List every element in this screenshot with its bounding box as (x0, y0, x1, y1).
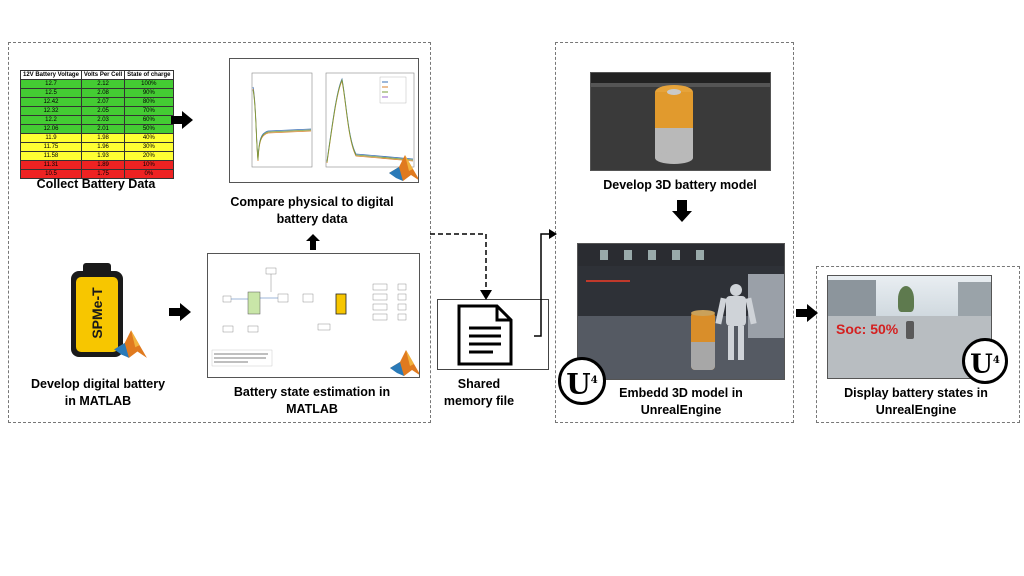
table-cell: 40% (124, 133, 174, 143)
arrow-right-icon (796, 304, 818, 322)
table-cell: 50% (124, 124, 174, 134)
table-cell: 12.5 (20, 88, 82, 98)
unreal-engine-logo-icon: U4 (962, 338, 1008, 384)
ue-logo-sup: 4 (590, 375, 598, 386)
table-header-voltage: 12V Battery Voltage (20, 70, 82, 80)
table-cell: 20% (124, 151, 174, 161)
estimation-label: Battery state estimation in MATLAB (233, 385, 391, 416)
table-cell: 10% (124, 160, 174, 170)
shared-memory-label: Shared memory file (443, 377, 515, 408)
table-cell: 11.31 (20, 160, 82, 170)
table-cell: 12.7 (20, 79, 82, 89)
develop-3d-label: Develop 3D battery model (603, 178, 757, 192)
compare-chart-image (229, 58, 419, 183)
battery-data-table-wrap: 12V Battery Voltage Volts Per Cell State… (20, 70, 174, 179)
table-cell: 30% (124, 142, 174, 152)
simulink-diagram-svg (211, 267, 407, 367)
unreal-editor-image (577, 243, 785, 380)
table-cell: 2.07 (80, 97, 126, 107)
table-header-row: 12V Battery Voltage Volts Per Cell State… (20, 70, 174, 80)
document-icon (457, 304, 513, 366)
table-cell: 1.89 (80, 160, 126, 170)
spme-battery-icon: SPMe-T (71, 263, 123, 357)
ue-logo-letter: U (970, 349, 993, 380)
table-cell: 2.12 (80, 79, 126, 89)
table-cell: 11.75 (20, 142, 82, 152)
develop-digital-label: Develop digital battery in MATLAB (30, 377, 166, 408)
ue-logo-letter: U (566, 367, 591, 401)
arrow-up-icon (306, 234, 320, 250)
dashed-arrow-connector (430, 233, 492, 300)
shared-memory-frame (437, 299, 549, 370)
table-cell: 2.01 (80, 124, 126, 134)
compare-chart-svg (230, 59, 418, 182)
arrow-right-icon (171, 111, 193, 129)
matlab-logo-icon (390, 350, 419, 376)
matlab-section-frame (8, 42, 431, 423)
unreal-engine-logo-icon: U4 (558, 357, 606, 405)
table-cell: 1.93 (80, 151, 126, 161)
matlab-logo-icon (389, 155, 418, 181)
display-section-frame (816, 266, 1020, 423)
collect-label: Collect Battery Data (36, 177, 156, 191)
table-cell: 80% (124, 97, 174, 107)
table-cell: 11.9 (20, 133, 82, 143)
matlab-logo-icon (114, 330, 147, 358)
table-cell: 12.42 (20, 97, 82, 107)
estimation-model-image (207, 253, 420, 378)
table-cell: 1.98 (80, 133, 126, 143)
battery-3d-model-image (590, 72, 771, 171)
table-cell: 0% (124, 169, 174, 179)
table-cell: 2.03 (80, 115, 126, 125)
arrow-down-icon (672, 200, 692, 222)
table-cell: 100% (124, 79, 174, 89)
table-cell: 12.06 (20, 124, 82, 134)
table-cell: 90% (124, 88, 174, 98)
table-cell: 11.58 (20, 151, 82, 161)
table-cell: 70% (124, 106, 174, 116)
embed-label: Embedd 3D model in UnrealEngine (619, 386, 743, 417)
connector-arrow (534, 229, 557, 337)
table-cell: 12.32 (20, 106, 82, 116)
table-cell: 60% (124, 115, 174, 125)
ue-logo-sup: 4 (992, 355, 1000, 366)
battery-data-table: 12V Battery Voltage Volts Per Cell State… (20, 70, 174, 179)
table-cell: 2.08 (80, 88, 126, 98)
unreal-section-frame (555, 42, 794, 423)
table-cell: 1.96 (80, 142, 126, 152)
battery-icon-label: SPMe-T (89, 287, 105, 339)
arrow-right-icon (169, 303, 191, 321)
compare-label: Compare physical to digital battery data (230, 195, 394, 226)
soc-readout: Soc: 50% (836, 321, 899, 337)
table-cell: 2.05 (80, 106, 126, 116)
display-label: Display battery states in UnrealEngine (844, 386, 988, 417)
table-cell: 12.2 (20, 115, 82, 125)
table-header-volts-per-cell: Volts Per Cell (80, 70, 126, 80)
table-header-soc: State of charge (124, 70, 174, 80)
